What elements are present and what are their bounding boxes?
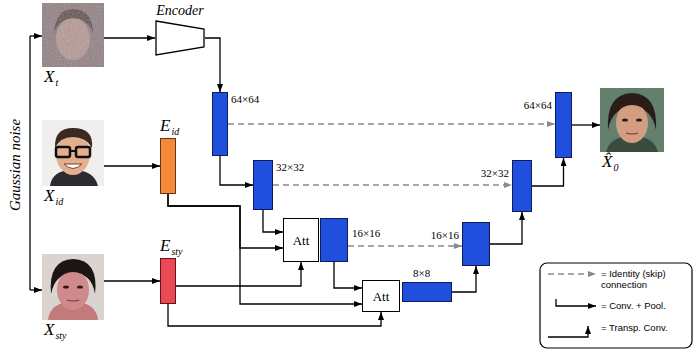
conv-arrow: [168, 304, 381, 326]
part-label: X̂0: [602, 153, 618, 174]
conv-arrow: [572, 124, 600, 125]
style-face-picture-part: [42, 254, 104, 320]
identity-face-picture-part: [42, 120, 104, 186]
identity-encoder: Eid: [160, 138, 176, 194]
output-face-picture: [600, 88, 664, 152]
conv-arrow: [205, 38, 220, 92]
conv-arrow: [104, 165, 160, 166]
block-name: Att: [373, 289, 390, 304]
encoder-trapezoid: [155, 20, 205, 56]
encoder-trapezoid-shape: [156, 21, 204, 55]
legend-row: = Conv. + Pool.: [601, 300, 687, 311]
part-label: Encoder: [156, 3, 203, 19]
noise-wire-part: [30, 289, 42, 290]
conv-arrow: [263, 210, 283, 232]
noisy-face-picture-part: [42, 3, 104, 67]
noise-wire: [30, 36, 42, 290]
size-label: 8×8: [413, 267, 430, 280]
style-face-picture-part: [77, 285, 83, 288]
feature-map: 8×8: [402, 282, 452, 302]
legend-row: = Transp. Conv.: [601, 322, 687, 333]
part-label: Eid: [160, 117, 175, 138]
legend-sample-dashed: [548, 273, 596, 274]
part-label: Esty: [160, 237, 175, 258]
feature-map: 32×32: [253, 160, 273, 210]
conv-arrow: [104, 37, 155, 38]
conv-arrow: [452, 266, 476, 292]
block-name: Att: [293, 233, 310, 248]
identity-image: Xid: [42, 120, 104, 186]
legend-text: = Transp. Conv.: [601, 322, 668, 333]
size-label: 16×16: [431, 229, 459, 242]
noise-wire-part: [29, 36, 30, 290]
skip-connection: [273, 184, 512, 185]
conv-arrow: [532, 158, 564, 186]
feature-map: 32×32: [512, 160, 532, 212]
skip-connection: [348, 245, 462, 246]
noisy-face-picture: [42, 3, 104, 67]
part-label: Xt: [44, 68, 58, 89]
connectors: [104, 38, 600, 326]
size-label: 16×16: [352, 227, 380, 240]
identity-face-picture-part: [64, 164, 82, 169]
style-image: Xsty: [42, 254, 104, 320]
feature-map: 64×64: [212, 92, 228, 156]
conv-arrow: [168, 194, 362, 304]
output-face-picture-part: [600, 88, 664, 152]
legend-text: = Conv. + Pool.: [601, 300, 666, 311]
style-face-picture-part: [57, 266, 90, 280]
style-face-picture-part: [57, 270, 89, 310]
part-label: Xsty: [44, 321, 67, 342]
attention-block: Att: [283, 218, 319, 262]
size-label: 32×32: [276, 161, 304, 174]
skip-connection: [228, 123, 555, 124]
output-face-picture-part: [626, 133, 638, 134]
conv-arrow: [176, 262, 301, 286]
feature-map: 16×16: [320, 218, 348, 262]
noisy-face-picture-part: [42, 3, 104, 67]
legend-frame: [540, 263, 692, 348]
identity-face-picture-part: [56, 147, 70, 157]
legend-sample-conv: [556, 299, 596, 306]
output-image: X̂0: [600, 88, 664, 152]
identity-face-picture-part: [76, 147, 90, 157]
side-label: Gaussian noise: [7, 119, 24, 211]
feature-map: 64×64: [555, 92, 572, 158]
style-encoder: Esty: [160, 258, 176, 304]
size-label: 64×64: [524, 99, 552, 112]
part-label: Xid: [44, 187, 63, 208]
conv-arrow: [220, 156, 253, 185]
conv-arrow: [334, 262, 362, 288]
legend-row: = Identity (skip) connection: [601, 268, 687, 290]
size-label: 64×64: [231, 93, 259, 106]
feature-map: 16×16: [462, 222, 490, 266]
legend-text: = Identity (skip) connection: [601, 268, 666, 290]
legend-sample-transp: [548, 326, 588, 337]
input-image: Xt: [42, 3, 104, 67]
conv-arrow: [490, 212, 522, 244]
style-face-picture: [42, 254, 104, 320]
style-face-picture-part: [63, 285, 69, 288]
noise-wire-part: [30, 35, 42, 36]
conv-arrow: [104, 280, 160, 281]
size-label: 32×32: [481, 167, 509, 180]
identity-face-picture-part: [70, 150, 76, 152]
style-face-picture-part: [67, 300, 79, 301]
output-face-picture-part: [616, 103, 648, 143]
attention-block: Att: [362, 280, 400, 312]
output-face-picture-part: [622, 118, 628, 121]
identity-face-picture-part: [55, 128, 92, 148]
output-face-picture-part: [616, 100, 649, 113]
identity-face-picture: [42, 120, 104, 186]
encoder-block: Encoder: [155, 20, 205, 56]
output-face-picture-part: [636, 118, 642, 121]
